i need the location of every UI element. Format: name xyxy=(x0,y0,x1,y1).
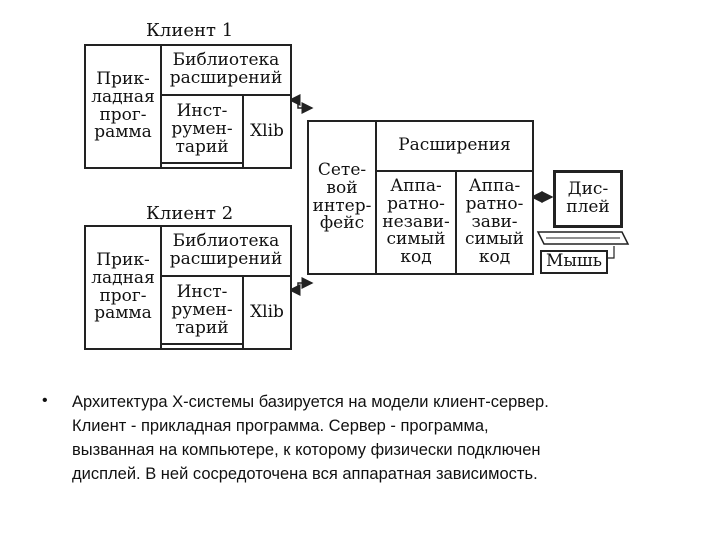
client1-library: Библиотека расширений xyxy=(169,50,283,88)
server-network-interface: Сете- вой интер- фейс xyxy=(312,159,372,234)
client2-title: Клиент 2 xyxy=(146,203,234,224)
server-box: Сете- вой интер- фейс Расширения Аппа- р… xyxy=(307,120,534,275)
bullet-line: вызванная на компьютере, к которому физи… xyxy=(72,441,541,459)
connector-client2-server xyxy=(288,277,314,296)
bullet-line: дисплей. В ней сосредоточена вся аппарат… xyxy=(72,465,538,483)
display-label: Дис- плей xyxy=(566,179,610,217)
client1-xlib: Xlib xyxy=(250,120,284,141)
bullet-line: Клиент - прикладная программа. Сервер - … xyxy=(72,417,489,435)
client2-box: Прик- ладная прог- рамма Библиотека расш… xyxy=(84,225,292,350)
server-extensions: Расширения xyxy=(398,135,511,156)
client2-xlib: Xlib xyxy=(250,301,284,322)
client1-toolkit: Инст- румен- тарий xyxy=(171,101,233,157)
display-monitor: Дис- плей xyxy=(553,170,623,228)
mouse-box: Мышь xyxy=(540,250,608,274)
client1-box: Прик- ладная прог- рамма Библиотека расш… xyxy=(84,44,292,169)
bullet-line: Архитектура X-системы базируется на моде… xyxy=(72,393,549,411)
mouse-label: Мышь xyxy=(546,251,602,272)
connector-client1-server xyxy=(288,94,314,114)
server-hw-independent: Аппа- ратно- незави- симый код xyxy=(382,175,450,268)
client1-app: Прик- ладная прог- рамма xyxy=(91,68,155,143)
bullet-paragraph: Архитектура X-системы базируется на моде… xyxy=(72,390,692,486)
client2-toolkit: Инст- румен- тарий xyxy=(171,282,233,338)
mouse-cable xyxy=(606,246,615,259)
server-hw-dependent: Аппа- ратно- зави- симый код xyxy=(465,175,524,268)
client2-app: Прик- ладная прог- рамма xyxy=(91,249,155,324)
client1-title: Клиент 1 xyxy=(146,20,234,41)
bullet-marker: • xyxy=(42,392,48,409)
client2-library: Библиотека расширений xyxy=(169,231,283,269)
